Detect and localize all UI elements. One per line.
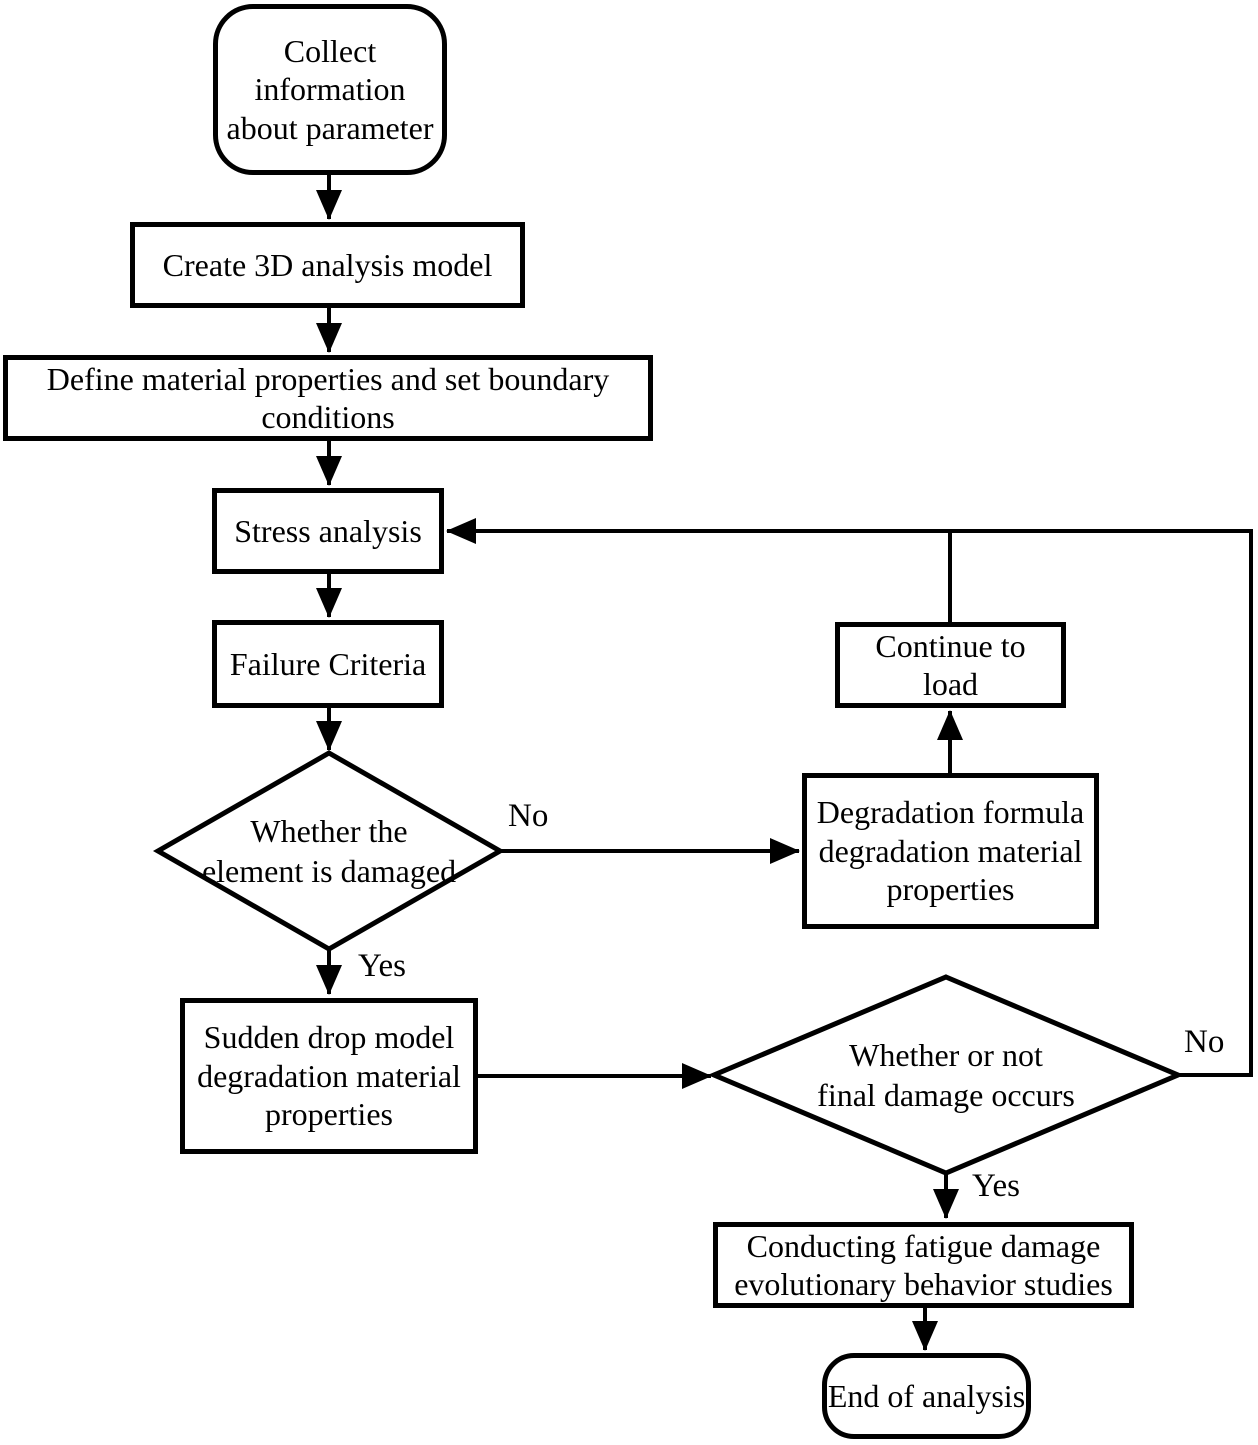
- node-end-of-analysis: End of analysis: [822, 1353, 1031, 1439]
- node-degradation-formula: Degradation formula degradation material…: [802, 773, 1099, 929]
- edge-final-no-feedback-to-stress: [446, 518, 1253, 1077]
- node-define-material-properties: Define material properties and set bound…: [3, 355, 653, 441]
- node-label-line: properties: [265, 1096, 393, 1133]
- node-label-line: about parameter: [226, 109, 434, 146]
- decision-final-damage-shape: [707, 974, 1185, 1176]
- node-label-line: Create 3D analysis model: [162, 246, 493, 283]
- node-label-line: evolutionary behavior studies: [734, 1266, 1113, 1302]
- decision-element-damaged-shape: [152, 750, 506, 952]
- node-label-line: information: [254, 71, 406, 108]
- edge-label-final-no: No: [1184, 1024, 1225, 1060]
- node-label-line: Continue to: [875, 627, 1026, 664]
- node-label-line: End of analysis: [827, 1377, 1026, 1414]
- node-label-line: properties: [886, 871, 1015, 908]
- edge-label-damaged-no: No: [508, 798, 549, 834]
- node-label-line: Define material properties and set bound…: [46, 360, 610, 397]
- node-create-3d-model: Create 3D analysis model: [130, 222, 525, 308]
- node-label-line: Failure Criteria: [229, 645, 427, 682]
- node-label-line: degradation material: [818, 832, 1083, 869]
- edge-label-final-yes: Yes: [972, 1168, 1021, 1204]
- node-label-line: load: [922, 666, 979, 702]
- node-label-line: Conducting fatigue damage: [746, 1227, 1101, 1264]
- node-label-line: Degradation formula: [816, 794, 1085, 831]
- node-label-line: Collect: [283, 32, 377, 69]
- node-failure-criteria: Failure Criteria: [212, 620, 444, 708]
- node-label-line: Stress analysis: [234, 512, 422, 549]
- node-sudden-drop-model: Sudden drop model degradation material p…: [180, 998, 478, 1154]
- node-stress-analysis: Stress analysis: [212, 488, 444, 574]
- node-label-line: conditions: [261, 399, 395, 435]
- node-label-line: Sudden drop model: [203, 1019, 455, 1056]
- node-continue-to-load: Continue to load: [835, 622, 1066, 708]
- node-collect-information: Collect information about parameter: [213, 4, 447, 175]
- edge-label-damaged-yes: Yes: [358, 948, 407, 984]
- node-conducting-studies: Conducting fatigue damage evolutionary b…: [713, 1222, 1134, 1308]
- node-label-line: degradation material: [197, 1057, 461, 1094]
